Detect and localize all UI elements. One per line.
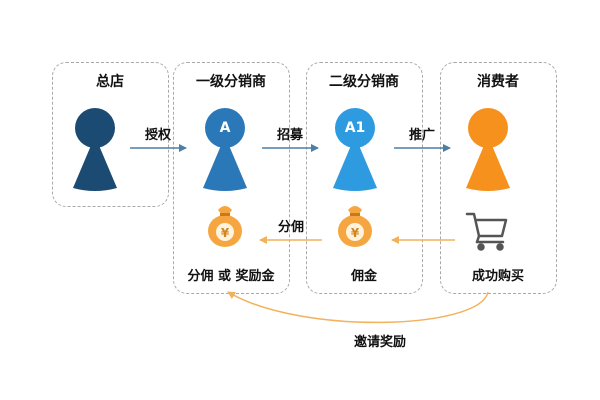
level1-bottom-label: 分佣 或 奖励金 (187, 269, 275, 284)
authorize-label: 授权 (144, 128, 172, 143)
level1-badge: A (219, 120, 231, 136)
hq-person-icon (73, 108, 117, 191)
promote-label: 推广 (408, 128, 436, 143)
recruit-label: 招募 (276, 128, 304, 143)
commission-split-label: 分佣 (277, 220, 305, 235)
level1-money-symbol: ¥ (221, 226, 230, 240)
level2-person-icon (333, 108, 377, 191)
level2-badge: A1 (344, 120, 366, 136)
invite-reward-label: 邀请奖励 (353, 335, 407, 350)
consumer-title: 消费者 (477, 74, 519, 90)
level1-person-icon (203, 108, 247, 191)
level1-title: 一级分销商 (196, 74, 266, 90)
level2-money-bag-icon: ¥ (338, 206, 372, 247)
hq-title: 总店 (96, 74, 124, 90)
consumer-person-icon (466, 108, 510, 191)
level2-title: 二级分销商 (329, 74, 399, 90)
consumer-bottom-label: 成功购买 (471, 269, 525, 284)
level2-money-symbol: ¥ (351, 226, 360, 240)
shopping-cart-icon (465, 212, 508, 251)
level2-bottom-label: 佣金 (350, 269, 378, 284)
invite-reward-arrow (227, 291, 489, 324)
level1-money-bag-icon: ¥ (208, 206, 242, 247)
